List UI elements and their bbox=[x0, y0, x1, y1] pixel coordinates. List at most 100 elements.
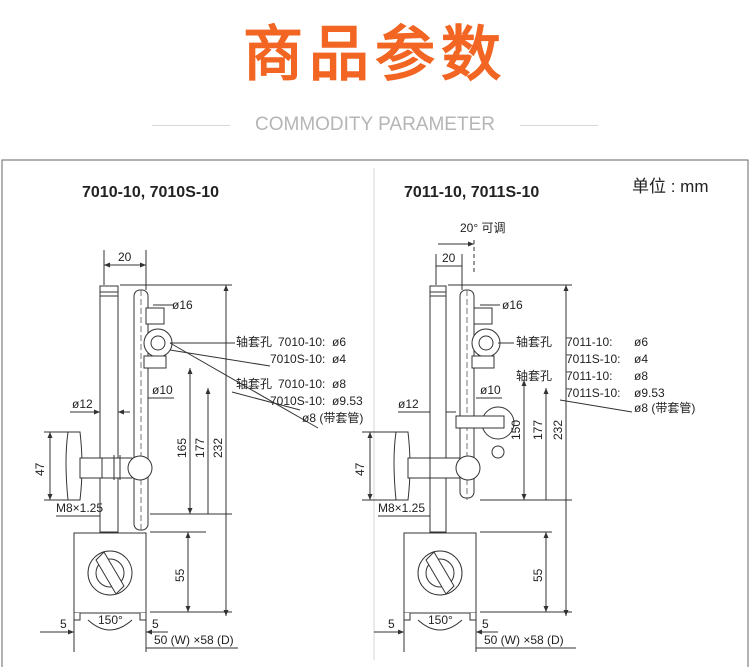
left-hole2-a: 7010-10: bbox=[278, 377, 325, 391]
right-panel: 7011-10, 7011S-10 20° 可调 20 bbox=[353, 184, 695, 652]
right-thread: M8×1.25 bbox=[378, 501, 425, 515]
left-foot-left: 5 bbox=[60, 617, 67, 631]
left-foot-right: 5 bbox=[152, 617, 159, 631]
left-arrow bbox=[94, 409, 100, 415]
left-arrow bbox=[104, 262, 110, 268]
right-knob bbox=[393, 431, 411, 501]
drawing-frame bbox=[1, 159, 749, 667]
right-hole1-a-val: ø6 bbox=[634, 335, 648, 349]
right-hole2-c: ø8 (带套管) bbox=[634, 400, 695, 415]
right-top-width: 20 bbox=[442, 251, 456, 265]
left-h177: 177 bbox=[193, 438, 207, 458]
right-leader bbox=[559, 399, 633, 413]
right-arrow bbox=[543, 606, 549, 612]
left-leader bbox=[169, 342, 319, 429]
right-angle-arc bbox=[417, 619, 463, 631]
left-hole2-c: ø8 (带套管) bbox=[302, 410, 363, 425]
left-clamp-hole bbox=[150, 335, 166, 351]
left-model-title: 7010-10, 7010S-10 bbox=[82, 184, 219, 201]
right-h177: 177 bbox=[531, 420, 545, 440]
left-cross-ball bbox=[127, 455, 153, 481]
left-arrow bbox=[140, 262, 146, 268]
left-arrow bbox=[223, 610, 229, 616]
subtitle-rule-right bbox=[520, 125, 598, 126]
right-h150: 150 bbox=[509, 420, 523, 440]
left-hole2-b-val: ø9.53 bbox=[332, 394, 363, 408]
right-pin-dia: ø10 bbox=[480, 383, 501, 397]
right-arrow bbox=[476, 629, 482, 635]
right-hole1-b-val: ø4 bbox=[634, 352, 648, 366]
right-hole1-label: 轴套孔 bbox=[516, 334, 552, 349]
right-foot-right: 5 bbox=[482, 617, 489, 631]
subtitle-rule-left bbox=[152, 125, 230, 126]
left-arrow bbox=[185, 532, 191, 538]
right-clamp-dia: ø16 bbox=[502, 298, 523, 312]
right-hole1-a: 7011-10: bbox=[566, 335, 612, 349]
left-arrow bbox=[47, 432, 53, 438]
left-hole1-a-val: ø6 bbox=[332, 335, 346, 349]
left-foot bbox=[139, 613, 147, 621]
right-hole2-label: 轴套孔 bbox=[516, 368, 552, 383]
right-h232: 232 bbox=[551, 420, 565, 440]
right-hole2-b-val: ø9.53 bbox=[634, 386, 665, 400]
left-hole1-a: 7010-10: bbox=[278, 335, 325, 349]
right-switch-lever bbox=[425, 551, 455, 595]
right-arrow bbox=[521, 494, 527, 500]
left-hole2-b: 7010S-10: bbox=[270, 394, 325, 408]
left-arrow bbox=[187, 368, 193, 374]
left-h232: 232 bbox=[211, 438, 225, 458]
left-main-rod bbox=[99, 285, 119, 533]
left-clamp-block bbox=[145, 307, 165, 325]
right-arrow bbox=[521, 380, 527, 386]
left-base-size: 50 (W) ×58 (D) bbox=[154, 633, 234, 647]
left-arrow bbox=[185, 606, 191, 612]
left-panel: 7010-10, 7010S-10 20 bbox=[33, 184, 363, 652]
left-arrow bbox=[68, 629, 74, 635]
left-arrow bbox=[187, 508, 193, 514]
left-knob bbox=[65, 431, 83, 501]
left-angle-arc bbox=[87, 619, 133, 631]
right-clamp-hole bbox=[478, 335, 494, 351]
left-hole2-a-val: ø8 bbox=[332, 377, 346, 391]
right-knob-height: 47 bbox=[353, 462, 367, 476]
left-arrow bbox=[146, 629, 152, 635]
right-foot-left: 5 bbox=[388, 617, 395, 631]
right-model-title: 7011-10, 7011S-10 bbox=[404, 184, 539, 201]
left-knob-height: 47 bbox=[33, 462, 47, 476]
left-knob-neck bbox=[79, 457, 103, 479]
left-hole1-b-val: ø4 bbox=[332, 352, 346, 366]
left-arrow bbox=[47, 494, 53, 500]
right-fine-knob bbox=[491, 445, 505, 459]
left-leader bbox=[169, 349, 271, 367]
right-hole2-a-val: ø8 bbox=[634, 369, 648, 383]
left-pin-dia: ø10 bbox=[152, 383, 173, 397]
right-foot bbox=[403, 613, 411, 621]
left-h165: 165 bbox=[175, 438, 189, 458]
page-subtitle: COMMODITY PARAMETER bbox=[255, 114, 495, 135]
right-h55: 55 bbox=[531, 568, 545, 582]
left-h55: 55 bbox=[173, 568, 187, 582]
right-clamp-lower bbox=[471, 355, 495, 369]
left-arrow bbox=[205, 388, 211, 394]
left-hole1-b: 7010S-10: bbox=[270, 352, 325, 366]
right-arrow bbox=[543, 532, 549, 538]
right-arrow bbox=[543, 388, 549, 394]
left-thread: M8×1.25 bbox=[56, 501, 103, 515]
left-foot bbox=[73, 613, 81, 621]
right-arrow bbox=[398, 629, 404, 635]
left-clamp-dia: ø16 bbox=[172, 298, 193, 312]
right-hole1-b: 7011S-10: bbox=[566, 352, 621, 366]
right-arrow bbox=[563, 285, 569, 291]
left-angle: 150° bbox=[98, 613, 123, 627]
left-clamp-lower bbox=[143, 355, 167, 369]
unit-label: 单位 : mm bbox=[632, 177, 709, 196]
left-arrow bbox=[223, 285, 229, 291]
right-foot bbox=[469, 613, 477, 621]
left-arrow bbox=[118, 409, 124, 415]
right-fine-bar bbox=[455, 415, 505, 429]
right-arrow bbox=[367, 494, 373, 500]
right-base-size: 50 (W) ×58 (D) bbox=[484, 633, 564, 647]
right-angle: 150° bbox=[428, 613, 453, 627]
right-hole2-b: 7011S-10: bbox=[566, 386, 621, 400]
